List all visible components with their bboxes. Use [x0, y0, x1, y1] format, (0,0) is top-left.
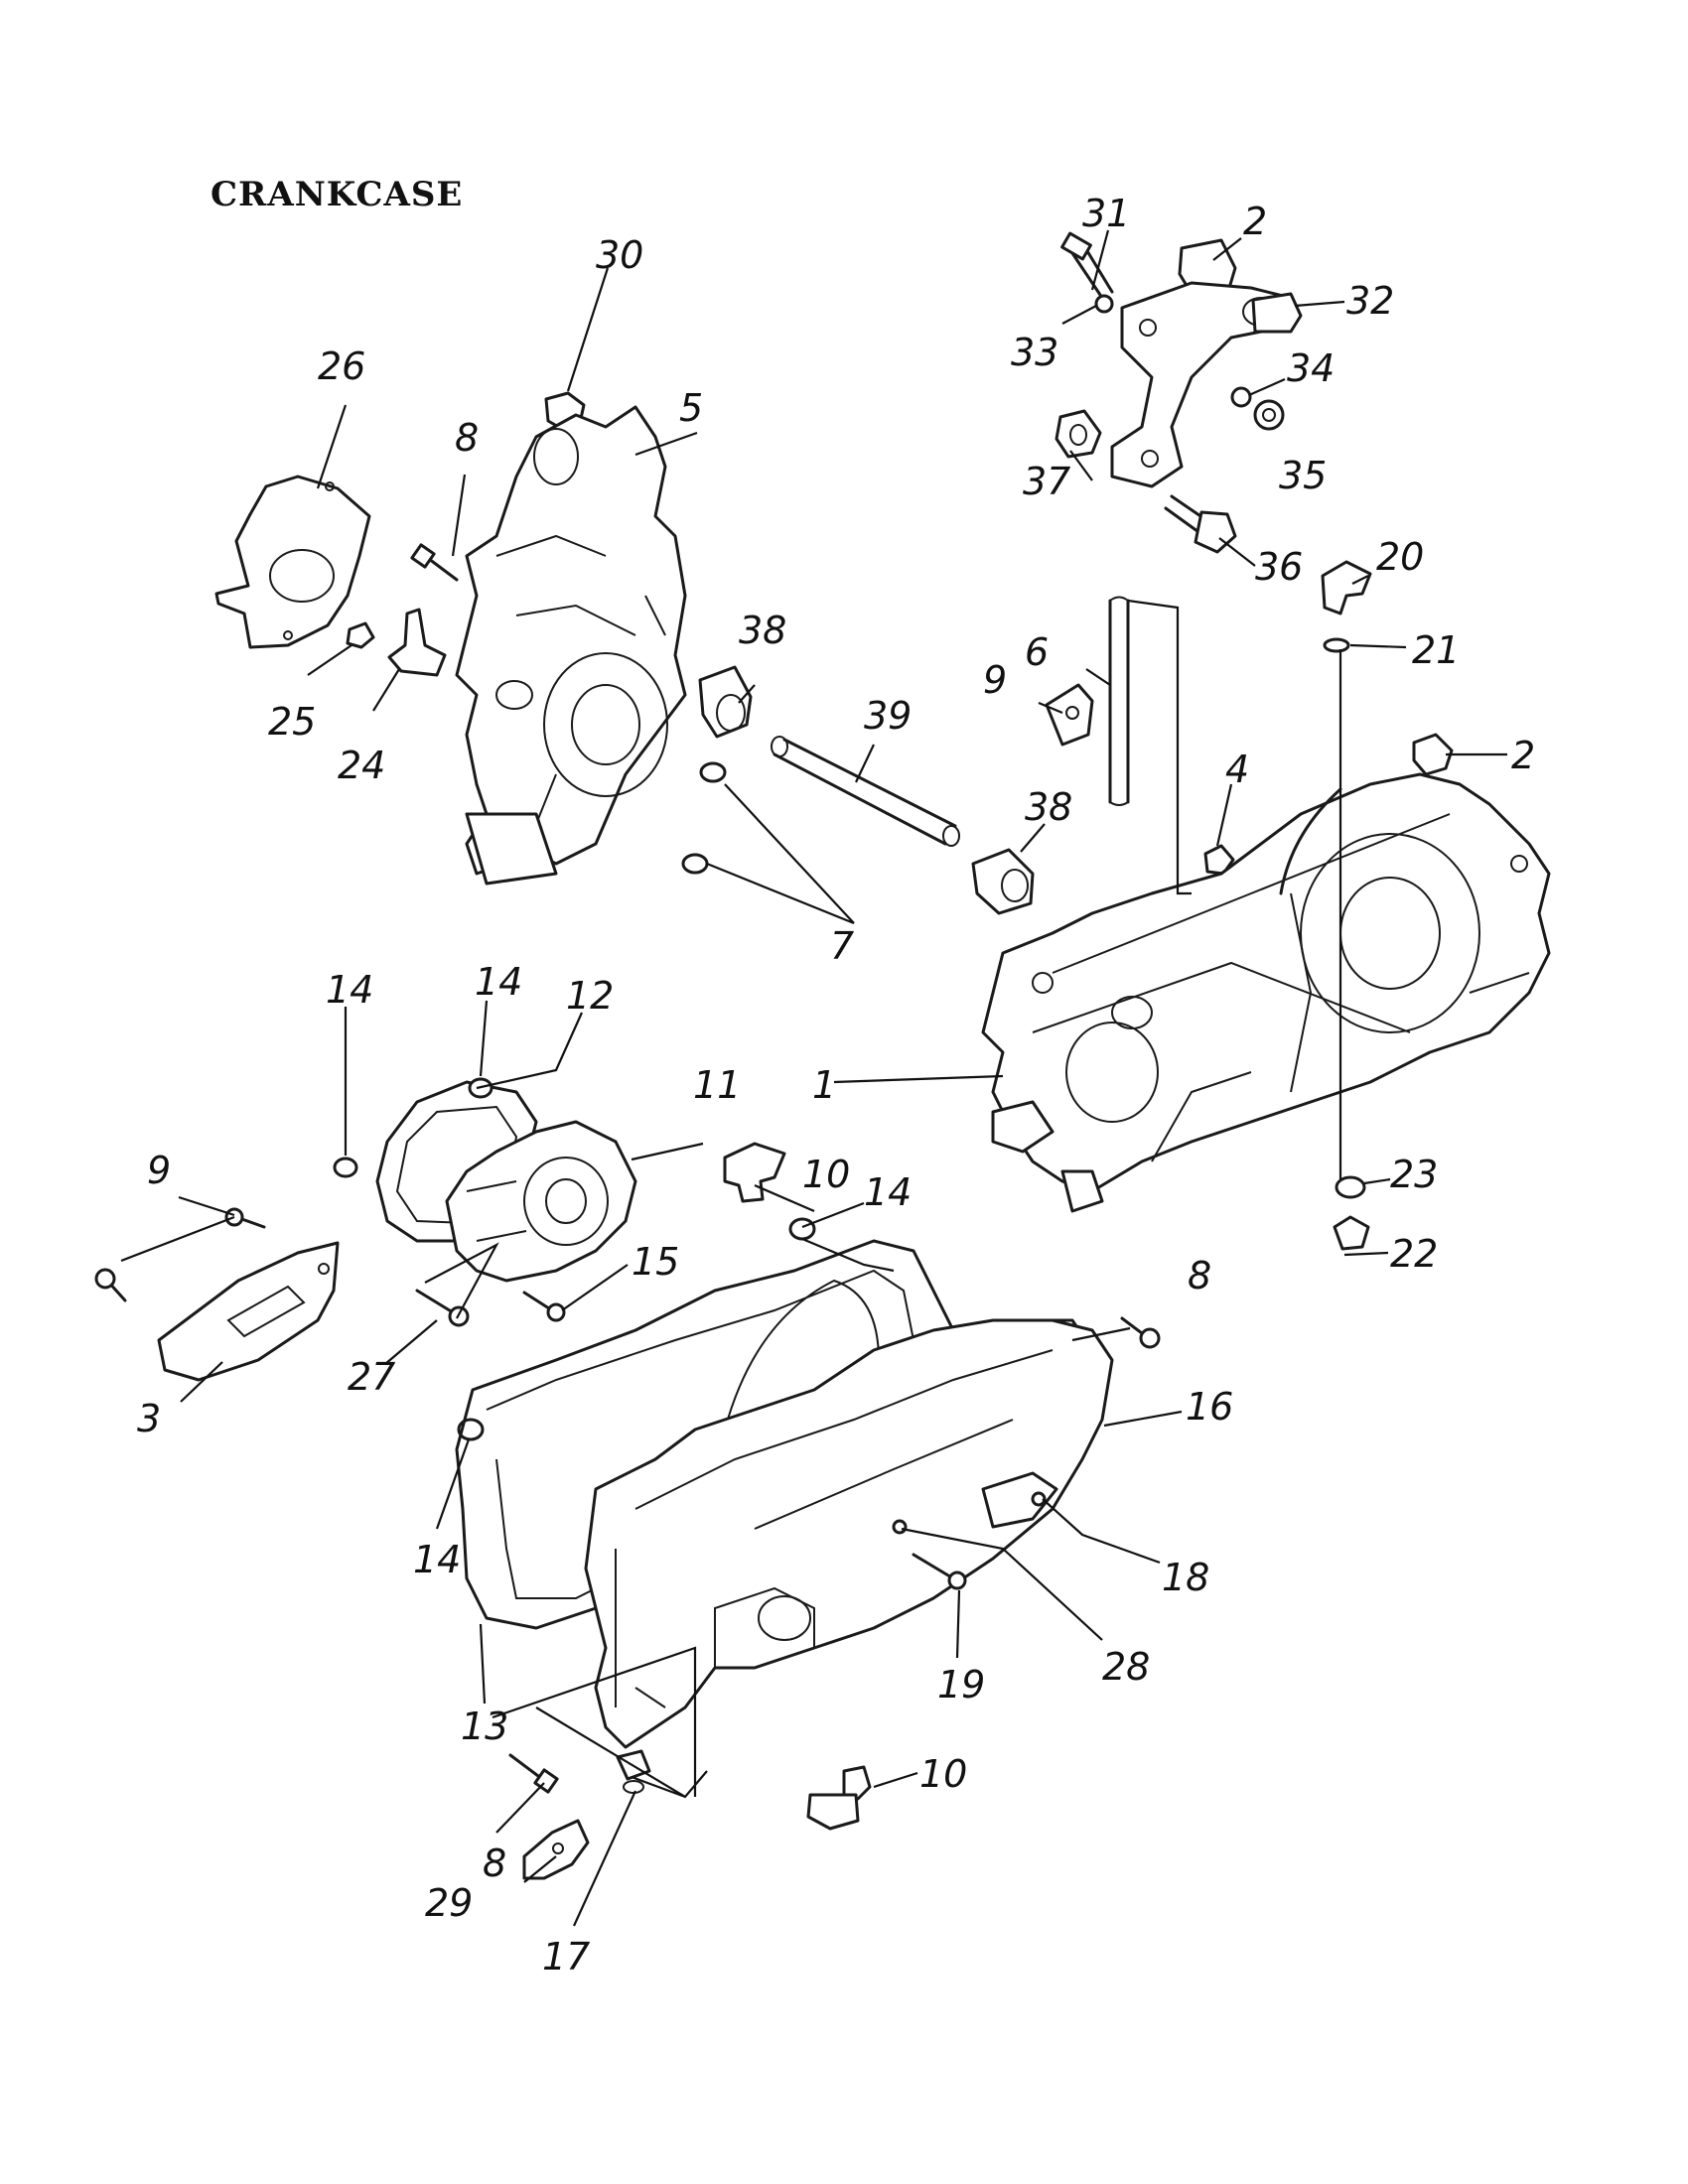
callout-14: 14 [864, 1170, 912, 1214]
part-21-o-ring [1323, 637, 1350, 653]
part-2-bushing-right [1412, 733, 1454, 776]
callout-11: 11 [693, 1063, 741, 1107]
part-5-crankcase-left [455, 405, 687, 886]
callout-24: 24 [338, 744, 385, 787]
callout-21: 21 [1412, 628, 1460, 672]
callout-13: 13 [461, 1705, 508, 1748]
callout-38: 38 [1025, 785, 1072, 829]
part-16-cover [584, 1318, 1114, 1749]
callout-10: 10 [802, 1153, 850, 1196]
part-33-washer [1094, 294, 1114, 314]
part-9-bolt-b [94, 1268, 127, 1302]
callout-29: 29 [425, 1881, 473, 1925]
callout-36: 36 [1255, 545, 1303, 589]
callout-22: 22 [1390, 1232, 1438, 1276]
part-8-bolt-lower [508, 1753, 559, 1794]
part-1-crankcase-right [981, 772, 1551, 1213]
callout-12: 12 [566, 974, 614, 1018]
callout-9: 9 [983, 658, 1007, 702]
callout-9: 9 [147, 1149, 171, 1192]
callout-30: 30 [596, 233, 643, 277]
part-22-plug [1333, 1215, 1370, 1251]
callout-38: 38 [739, 609, 786, 652]
callout-15: 15 [632, 1240, 679, 1284]
callout-14: 14 [413, 1538, 461, 1581]
part-15-bolt [522, 1291, 566, 1322]
callout-labels: 31 2 32 33 34 35 37 36 20 21 2 30 26 8 5… [137, 192, 1535, 1979]
part-28-pin [892, 1519, 908, 1535]
part-3-guard-plate [157, 1241, 340, 1382]
callout-14: 14 [475, 960, 522, 1004]
part-10-clip-lower [806, 1765, 872, 1831]
callout-37: 37 [1023, 460, 1070, 503]
callout-2: 2 [1511, 734, 1535, 777]
callout-17: 17 [542, 1935, 590, 1979]
leader-lines [120, 229, 1507, 1927]
callout-23: 23 [1390, 1153, 1438, 1196]
callout-26: 26 [318, 344, 365, 388]
callout-16: 16 [1186, 1385, 1233, 1429]
part-8-bolt-right [1120, 1316, 1161, 1349]
part-29-clip [522, 1819, 590, 1880]
callout-35: 35 [1279, 454, 1327, 497]
callout-1: 1 [812, 1063, 836, 1107]
callout-8: 8 [483, 1842, 506, 1885]
part-32-bracket [1110, 281, 1303, 488]
part-23-seal [1335, 1175, 1366, 1199]
part-19-bolt [912, 1553, 967, 1590]
callout-3: 3 [137, 1397, 161, 1440]
part-24-lever [387, 608, 447, 677]
callout-7: 7 [830, 924, 854, 968]
callout-18: 18 [1162, 1556, 1209, 1599]
callout-6: 6 [1025, 630, 1049, 674]
part-37-collar [1055, 409, 1102, 459]
callout-34: 34 [1287, 346, 1335, 390]
callout-8: 8 [1188, 1254, 1211, 1297]
callout-10: 10 [919, 1752, 967, 1796]
part-34-washer [1230, 386, 1252, 408]
part-25-bolt [346, 621, 375, 649]
callout-19: 19 [937, 1663, 985, 1706]
callout-8: 8 [455, 416, 479, 460]
part-6-rod [1108, 596, 1130, 806]
part-14-dowel-b [333, 1157, 358, 1178]
callout-32: 32 [1346, 279, 1394, 323]
callout-28: 28 [1102, 1645, 1150, 1689]
callout-27: 27 [348, 1355, 395, 1399]
page-title: CRANKCASE [211, 175, 464, 214]
part-26-gasket-plate [214, 475, 371, 649]
callout-39: 39 [864, 694, 912, 738]
part-10-clip-upper [723, 1142, 786, 1203]
callout-25: 25 [268, 700, 316, 744]
callout-2: 2 [1243, 200, 1267, 243]
part-8-bolt-top [410, 543, 459, 582]
part-18-bolt [1031, 1491, 1047, 1507]
part-35-nut [1253, 399, 1285, 431]
callout-5: 5 [679, 386, 703, 430]
callout-31: 31 [1082, 192, 1130, 235]
callout-4: 4 [1225, 748, 1249, 791]
part-38-bushing-upper [698, 665, 753, 739]
part-20-fitting [1321, 560, 1372, 615]
part-7-dowels [681, 761, 727, 875]
part-39-shaft [771, 736, 960, 847]
part-9-clip-plate [1045, 683, 1094, 747]
part-14-dowel-c [788, 1217, 816, 1241]
callout-33: 33 [1011, 331, 1058, 374]
callout-14: 14 [326, 968, 373, 1012]
callout-20: 20 [1376, 535, 1424, 579]
part-27-bolt [415, 1289, 470, 1327]
part-38-bushing-lower [971, 848, 1035, 915]
